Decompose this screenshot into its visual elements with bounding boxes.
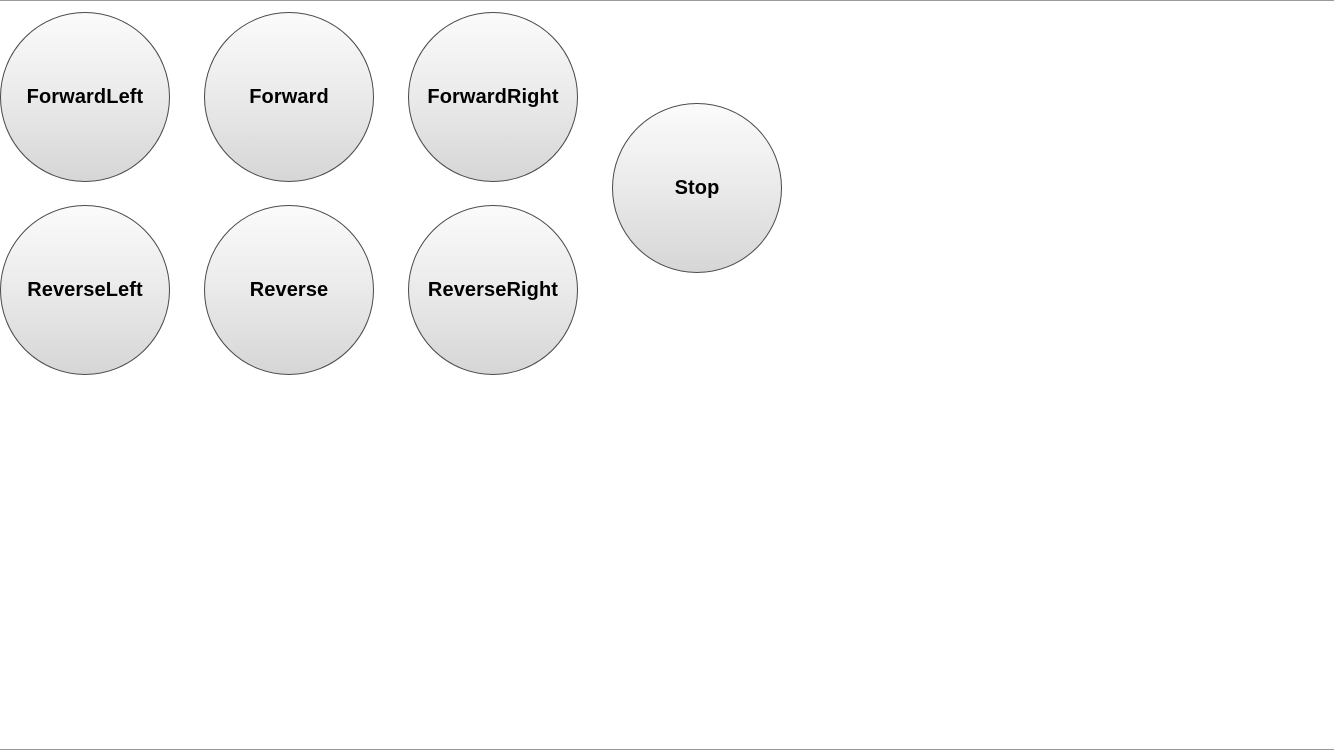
reverse-button[interactable]: Reverse — [204, 205, 374, 375]
forward-right-button[interactable]: ForwardRight — [408, 12, 578, 182]
stop-button[interactable]: Stop — [612, 103, 782, 273]
reverse-left-button[interactable]: ReverseLeft — [0, 205, 170, 375]
reverse-label: Reverse — [249, 278, 329, 301]
reverse-right-button[interactable]: ReverseRight — [408, 205, 578, 375]
reverse-left-label: ReverseLeft — [27, 278, 143, 301]
forward-button[interactable]: Forward — [204, 12, 374, 182]
reverse-right-label: ReverseRight — [427, 278, 559, 301]
forward-left-button[interactable]: ForwardLeft — [0, 12, 170, 182]
forward-left-label: ForwardLeft — [26, 85, 144, 108]
forward-label: Forward — [249, 85, 329, 108]
stop-label: Stop — [674, 176, 720, 199]
forward-right-label: ForwardRight — [427, 85, 559, 108]
